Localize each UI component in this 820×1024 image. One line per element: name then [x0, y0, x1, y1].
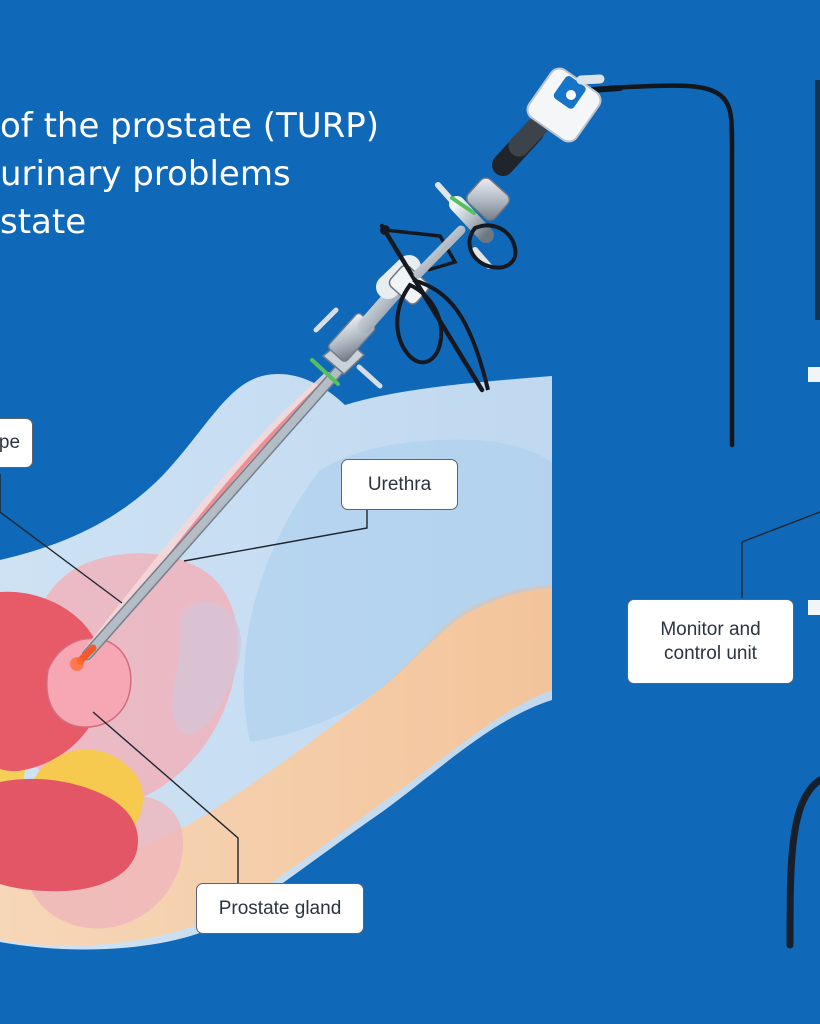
right-cable-loop — [786, 776, 820, 949]
monitor-callout-line — [741, 511, 820, 598]
prostate-gland-label: Prostate gland — [196, 883, 364, 934]
urethra-callout-line — [183, 510, 368, 562]
prostate-gland-label-text: Prostate gland — [218, 897, 342, 919]
pelvic-bone — [172, 602, 241, 735]
title-line-2: urinary problems — [0, 154, 291, 194]
red-organ-lower — [0, 778, 139, 892]
monitor-port-bottom — [808, 600, 820, 615]
callout-lines — [0, 474, 820, 885]
monitor-control-unit-label-text: Monitor and control unit — [660, 618, 761, 664]
monitor-edge — [815, 80, 820, 320]
body-light-back-panel — [243, 439, 552, 742]
body-section — [0, 372, 552, 950]
title-line-1: of the prostate (TURP) — [0, 106, 380, 146]
camera-cable — [575, 83, 735, 448]
urethra-label: Urethra — [341, 459, 458, 510]
scope-glow — [70, 657, 84, 671]
scope-label: pe — [0, 418, 33, 468]
camera-head — [492, 67, 605, 176]
title-line-3: state — [0, 202, 87, 242]
monitor-port-top — [808, 367, 820, 382]
resectoscope — [70, 67, 605, 671]
upper-scope-body — [413, 177, 518, 279]
scope-callout-line — [0, 511, 123, 604]
prostate-gland-shape — [46, 637, 132, 728]
prostate-callout-line — [92, 711, 239, 885]
right-equipment — [786, 80, 820, 949]
scope-label-text: pe — [0, 432, 21, 454]
monitor-control-unit-label: Monitor and control unit — [627, 599, 794, 684]
urethra-label-text: Urethra — [367, 473, 432, 495]
scope-shaft — [83, 359, 349, 659]
scope-tip — [76, 644, 97, 665]
